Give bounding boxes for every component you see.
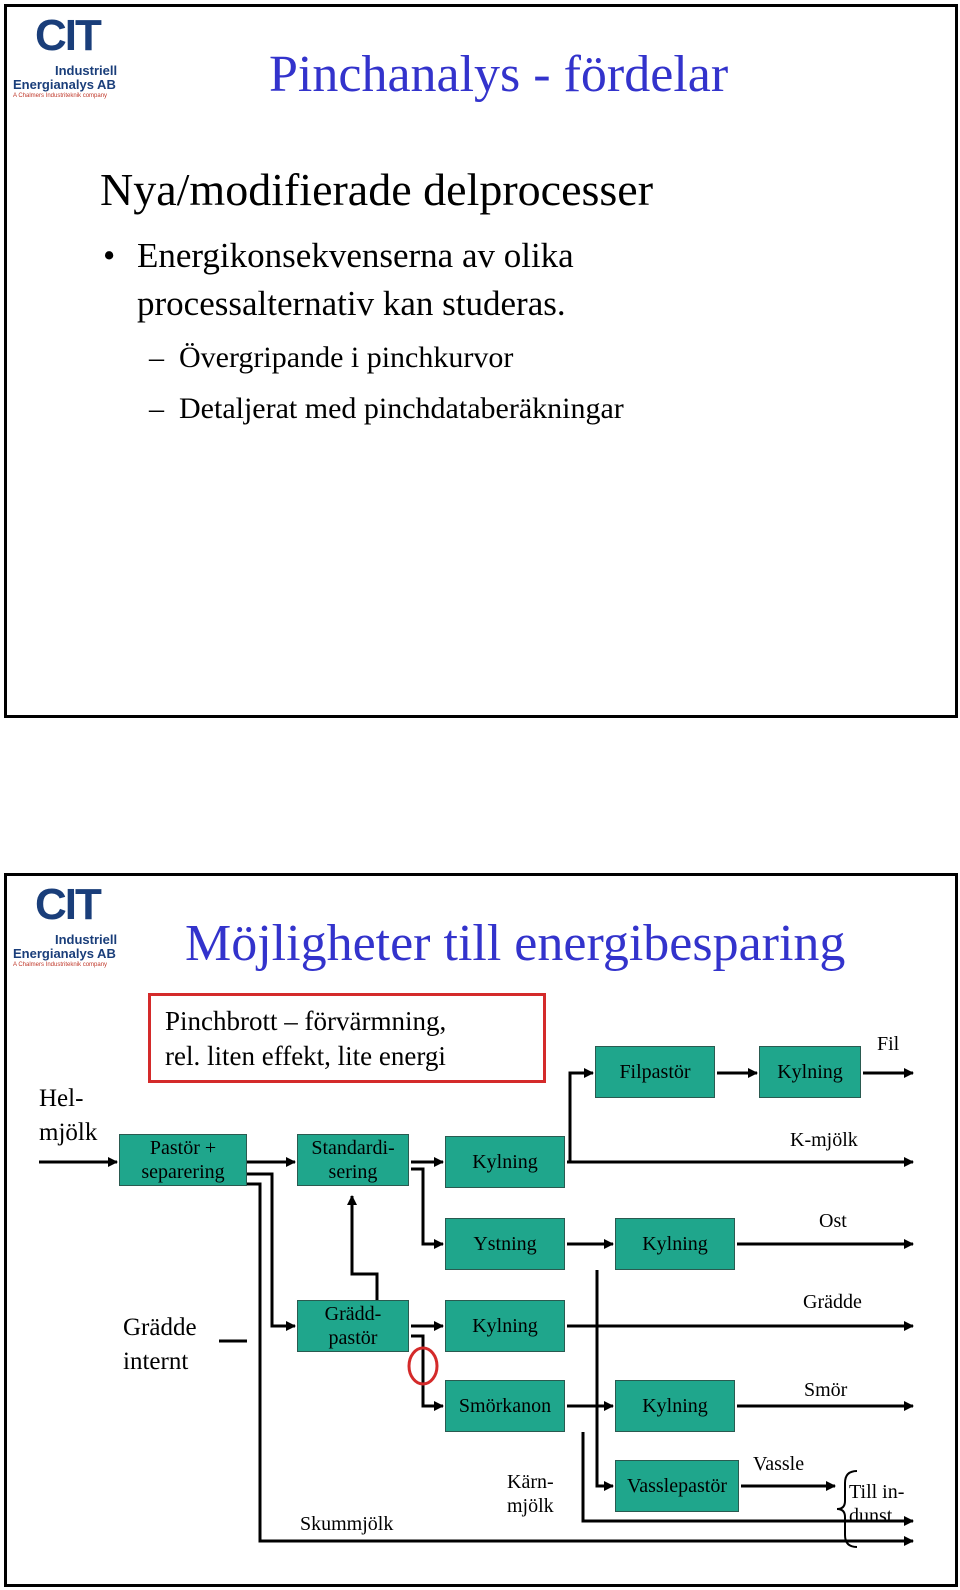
pinch-highlight-ellipse bbox=[407, 1346, 439, 1386]
output-karnmjolk: Kärn- mjölk bbox=[507, 1470, 554, 1518]
flow-to-vasslepastor bbox=[595, 1270, 614, 1491]
box-pastor-line-2: separering bbox=[141, 1161, 225, 1183]
gradde-internt-line-1: Grädde bbox=[123, 1314, 197, 1341]
logo-mark: CIT bbox=[35, 880, 102, 929]
flow-to-filpastor bbox=[568, 1068, 594, 1162]
input-label-line-2: mjölk bbox=[39, 1119, 98, 1146]
pinch-note-box: Pinchbrott – förvärmning, rel. liten eff… bbox=[148, 993, 546, 1083]
box-ystning: Ystning bbox=[445, 1218, 565, 1270]
output-gradde: Grädde bbox=[803, 1291, 862, 1313]
box-graddpastor-line-1: Grädd- bbox=[324, 1303, 382, 1325]
input-label-line-1: Hel- bbox=[39, 1085, 84, 1112]
logo-mark: CIT bbox=[35, 11, 102, 60]
till-indunst-line-1: Till in- bbox=[849, 1481, 905, 1503]
box-kylning-ost: Kylning bbox=[615, 1218, 735, 1270]
flow-to-ystning bbox=[411, 1167, 444, 1249]
box-standard-line-1: Standardi- bbox=[311, 1137, 395, 1159]
output-skummjolk: Skummjölk bbox=[300, 1513, 394, 1535]
gradde-internt-label: Grädde internt bbox=[123, 1311, 197, 1379]
box-kylning-gradde: Kylning bbox=[445, 1300, 565, 1352]
box-standard-line-2: sering bbox=[328, 1161, 378, 1183]
sub-item-2: Detaljerat med pinchdataberäkningar bbox=[179, 392, 624, 425]
company-logo: CIT Industriell Energianalys AB A Chalme… bbox=[11, 878, 121, 968]
section-heading: Nya/modifierade delprocesser bbox=[100, 164, 654, 215]
sub-item-1: Övergripande i pinchkurvor bbox=[179, 341, 514, 374]
slide-title: Pinchanalys - fördelar bbox=[269, 46, 729, 103]
box-vasslepastor: Vasslepastör bbox=[615, 1460, 739, 1512]
output-smor: Smör bbox=[804, 1379, 848, 1401]
gradde-internt-line-2: internt bbox=[123, 1348, 189, 1375]
output-fil: Fil bbox=[877, 1033, 900, 1055]
box-graddpastor: Grädd- pastör bbox=[297, 1300, 409, 1352]
logo-line-2: Energianalys AB bbox=[13, 77, 116, 92]
slide-title: Möjligheter till energibesparing bbox=[185, 915, 846, 972]
logo-line-3: A Chalmers Industriteknik company bbox=[13, 962, 108, 968]
bullet-text: Energikonsekvenserna av olika processalt… bbox=[137, 236, 574, 323]
flow-to-smorkanon bbox=[411, 1334, 444, 1411]
box-kylning-fil: Kylning bbox=[759, 1046, 861, 1098]
input-helmjolk: Hel- mjölk bbox=[39, 1082, 97, 1150]
box-kylning-smor: Kylning bbox=[615, 1380, 735, 1432]
flow-to-graddpastor bbox=[247, 1172, 296, 1331]
bullet-marker: • bbox=[103, 236, 116, 275]
logo-line-2: Energianalys AB bbox=[13, 946, 116, 961]
karnmjolk-line-2: mjölk bbox=[507, 1495, 554, 1517]
flow-skummjolk bbox=[247, 1182, 914, 1546]
output-k-mjolk: K-mjölk bbox=[790, 1129, 858, 1151]
output-till-indunst: Till in- dunst. bbox=[849, 1480, 904, 1528]
brace-till-indunst bbox=[836, 1470, 858, 1548]
slide-1: CIT Industriell Energianalys AB A Chalme… bbox=[4, 4, 958, 718]
output-vassle: Vassle bbox=[753, 1453, 805, 1475]
sub-marker-2: – bbox=[149, 392, 164, 425]
slide-2: CIT Industriell Energianalys AB A Chalme… bbox=[4, 873, 958, 1587]
note-line-1: Pinchbrott – förvärmning, bbox=[165, 1006, 447, 1036]
logo-line-1: Industriell bbox=[55, 63, 118, 78]
output-ost: Ost bbox=[819, 1210, 847, 1232]
box-smorkanon: Smörkanon bbox=[445, 1380, 565, 1432]
company-logo: CIT Industriell Energianalys AB A Chalme… bbox=[11, 9, 121, 99]
note-line-2: rel. liten effekt, lite energi bbox=[165, 1041, 446, 1071]
flow-karnmjolk bbox=[581, 1432, 914, 1526]
till-indunst-line-2: dunst. bbox=[849, 1505, 898, 1527]
box-filpastor: Filpastör bbox=[595, 1046, 715, 1098]
box-pastor-line-1: Pastör + bbox=[149, 1137, 217, 1159]
process-flow-lines bbox=[39, 1068, 914, 1548]
karnmjolk-line-1: Kärn- bbox=[507, 1471, 554, 1493]
box-kylning-1: Kylning bbox=[445, 1136, 565, 1188]
logo-line-1: Industriell bbox=[55, 932, 118, 947]
box-graddpastor-line-2: pastör bbox=[328, 1327, 378, 1349]
sub-marker-1: – bbox=[149, 341, 164, 374]
logo-line-3: A Chalmers Industriteknik company bbox=[13, 93, 108, 99]
box-pastor-separering: Pastör + separering bbox=[119, 1134, 247, 1186]
box-standardisering: Standardi- sering bbox=[297, 1134, 409, 1186]
